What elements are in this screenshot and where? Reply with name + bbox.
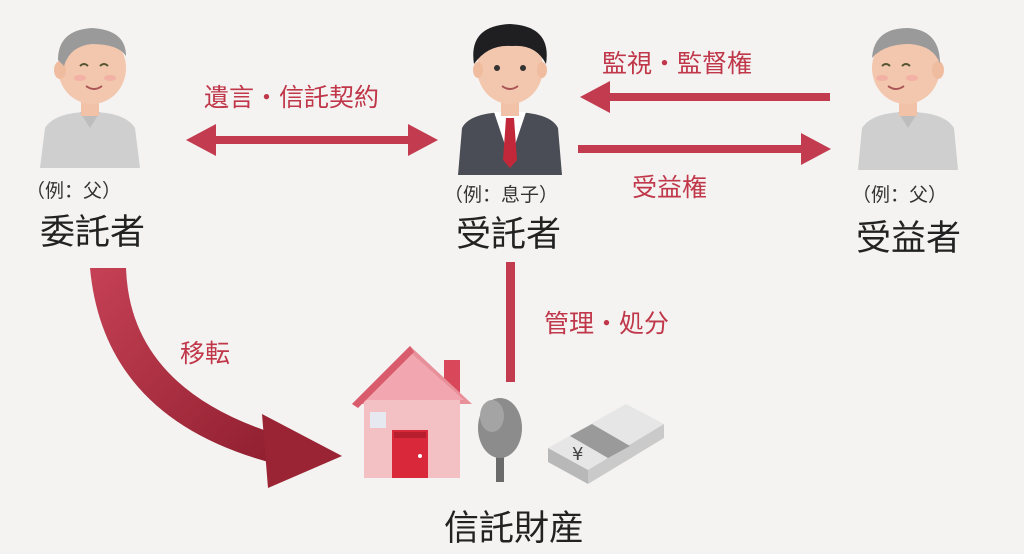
label-supervision: 監視・監督権 bbox=[602, 49, 753, 78]
curved-arrow-transfer bbox=[90, 268, 342, 488]
beneficiary-role: 受益者 bbox=[856, 219, 962, 259]
trustee-role: 受託者 bbox=[456, 215, 562, 255]
settlor-role: 委託者 bbox=[40, 213, 146, 253]
label-will-contract: 遺言・信託契約 bbox=[204, 83, 380, 112]
arrow-supervision bbox=[580, 81, 830, 113]
double-arrow-will-contract bbox=[186, 124, 438, 156]
tree-icon bbox=[478, 398, 522, 482]
label-management: 管理・処分 bbox=[544, 309, 670, 338]
label-transfer: 移転 bbox=[180, 339, 231, 368]
trust-property-label: 信託財産 bbox=[444, 509, 585, 549]
line-management bbox=[506, 262, 515, 382]
trustee-example: （例：息子） bbox=[444, 184, 559, 206]
trustee-figure bbox=[458, 24, 562, 175]
money-bundle-icon: ¥ bbox=[548, 404, 664, 484]
yen-symbol: ¥ bbox=[572, 444, 583, 465]
label-beneficial-right: 受益権 bbox=[632, 173, 708, 202]
settlor-example: （例：父） bbox=[26, 180, 122, 202]
beneficiary-example: （例：父） bbox=[852, 184, 948, 206]
house-icon bbox=[352, 346, 472, 478]
arrow-beneficial-right bbox=[578, 133, 831, 165]
beneficiary-figure bbox=[858, 28, 958, 170]
settlor-figure bbox=[40, 28, 140, 168]
